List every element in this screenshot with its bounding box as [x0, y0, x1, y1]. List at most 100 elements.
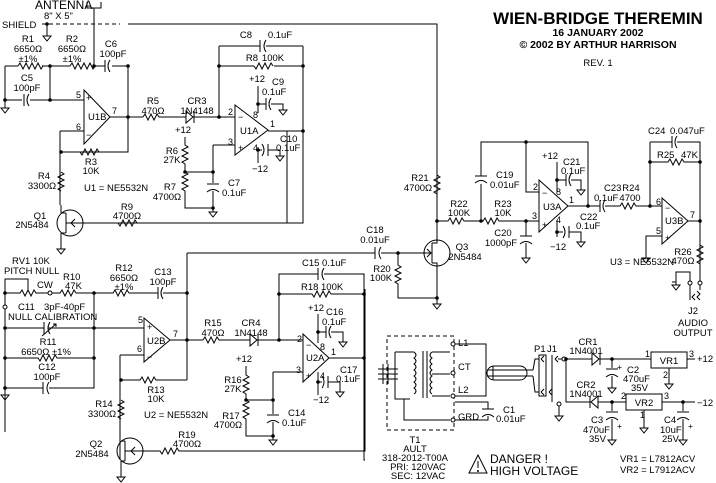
- warning-text: DANGER !: [490, 452, 548, 466]
- wire: [287, 131, 304, 224]
- pins-p2-label: 2: [228, 107, 233, 117]
- diode-cr3: [185, 109, 235, 125]
- rails-pos-label: +12: [175, 125, 191, 136]
- components-c24-ref-label: C24: [648, 126, 665, 137]
- components-c2-ref-label: C2: [627, 365, 639, 376]
- capacitor-c8: [259, 39, 267, 53]
- components-cr1-value-label: 1N4001: [569, 346, 602, 357]
- wire: [668, 358, 695, 380]
- components-cr4-value-label: 1N4148: [234, 328, 267, 339]
- wire: [5, 353, 94, 363]
- wire: [437, 216, 539, 226]
- junction-dot: [277, 338, 281, 342]
- components-u1b-ref-label: U1B: [88, 112, 106, 123]
- components-r9-value-label: 4700Ω: [113, 211, 141, 222]
- ground-icon: [554, 411, 564, 422]
- pins-p4-label: 4: [556, 215, 561, 225]
- junction-dot: [450, 341, 456, 347]
- wire: [565, 358, 585, 403]
- wire: [278, 267, 365, 358]
- oscillator-2: RV1 10K PITCH NULL R10 47K CW R12 6650Ω …: [0, 253, 366, 483]
- opamp-u3a: [538, 178, 569, 234]
- components-c15-ref-label: C15: [302, 258, 319, 269]
- junction-dot: [316, 330, 320, 334]
- components-r2-value-label: 6650Ω: [58, 44, 86, 55]
- components-c16-ref-label: C16: [326, 307, 343, 318]
- wire: [93, 293, 140, 358]
- components-r1-value-label: 6650Ω: [14, 44, 42, 55]
- components-r16-ref-label: R16: [224, 375, 241, 386]
- components-r5-ref-label: R5: [147, 96, 159, 107]
- junction-dot: [92, 64, 96, 68]
- components-c5-value-label: 100pF: [14, 83, 41, 94]
- components-c20-ref-label: C20: [494, 228, 511, 239]
- page-title: WIEN-BRIDGE THEREMIN: [493, 9, 703, 28]
- wire: [689, 285, 701, 300]
- shield-label: SHIELD: [2, 20, 36, 31]
- pins-plus-label: +: [665, 233, 670, 243]
- components-c12-ref-label: C12: [38, 362, 55, 373]
- components-r12-ref-label: R12: [115, 263, 132, 274]
- pins-plus-label: +: [542, 220, 547, 230]
- junction-dot: [2, 304, 8, 310]
- pins-p7-label: 7: [690, 210, 695, 220]
- components-c10-value-label: 0.1uF: [276, 143, 300, 154]
- components-c9-value-label: 0.1uF: [262, 87, 286, 98]
- oscillator-1: R1 6650Ω ±1% R2 6650Ω ±1% C6 100pF C5 10…: [0, 23, 438, 255]
- components-t1-pins-2-label: L2: [458, 385, 469, 396]
- junction-dot: [698, 219, 702, 223]
- components-c1-ref-label: C1: [503, 405, 515, 416]
- wire: [246, 371, 303, 436]
- ground-icon: [607, 383, 617, 394]
- ground-icon: [0, 103, 10, 114]
- wire: [257, 143, 281, 163]
- components-t1-pri-label: PRI: 120VAC: [390, 462, 446, 473]
- antenna-icon: [86, 2, 102, 66]
- components-c1-value-label: 0.01uF: [496, 414, 526, 425]
- wire: [378, 364, 398, 384]
- wire: [187, 246, 430, 260]
- components-c8-value-label: 0.1uF: [268, 30, 292, 41]
- wire: [605, 359, 619, 384]
- components-rv1-value-label: PITCH NULL: [4, 266, 59, 277]
- ground-icon: [208, 207, 218, 218]
- components-c23-ref-label: C23: [604, 183, 621, 194]
- pins-p2-label: 2: [621, 391, 626, 401]
- pins-p3-label: 3: [689, 349, 694, 359]
- components-r14-ref-label: R14: [95, 399, 112, 410]
- components-c22-ref-label: C22: [580, 212, 597, 223]
- components-r7-value-label: 4700Ω: [153, 192, 181, 203]
- components-cr3-value-label: 1N4148: [180, 106, 213, 117]
- wire: [432, 174, 442, 221]
- rails-neg-label: −12: [550, 242, 566, 253]
- components-r12-tol-label: ±1%: [115, 282, 134, 293]
- junction-dot: [687, 280, 693, 286]
- wire: [257, 86, 284, 113]
- components-r10-value-label: 47K: [65, 281, 83, 292]
- junction-dot: [244, 398, 248, 402]
- pins-p5-label: 5: [138, 315, 143, 325]
- junction-dot: [217, 64, 221, 68]
- ground-icon: [338, 337, 348, 348]
- junction-dot: [450, 370, 456, 376]
- opamp-u2a: [302, 332, 330, 384]
- wire: [474, 141, 589, 221]
- copyright: © 2002 BY ARTHUR HARRISON: [519, 39, 676, 51]
- components-r8-ref-label: R8: [246, 53, 258, 64]
- resistor-r9: [117, 218, 138, 228]
- components-c23-value-label: 0.1uF: [594, 193, 618, 204]
- trimmer-capacitor-c11: [5, 321, 94, 337]
- ground-icon: [607, 435, 617, 446]
- wire: [605, 402, 619, 436]
- wire: [363, 358, 365, 461]
- components-u3_note-label: U3 = NE5532N: [610, 257, 674, 268]
- components-q2-ref-label: Q2: [90, 439, 103, 450]
- junction-dot: [256, 148, 260, 152]
- pins-p7-label: 7: [173, 329, 178, 339]
- components-t1-sec-label: SEC: 12VAC: [391, 471, 445, 482]
- components-c20-value-label: 1000pF: [485, 238, 517, 249]
- ground-icon: [56, 244, 66, 255]
- resistor-r8: [253, 61, 274, 71]
- components-r24-value-label: 4700: [619, 193, 640, 204]
